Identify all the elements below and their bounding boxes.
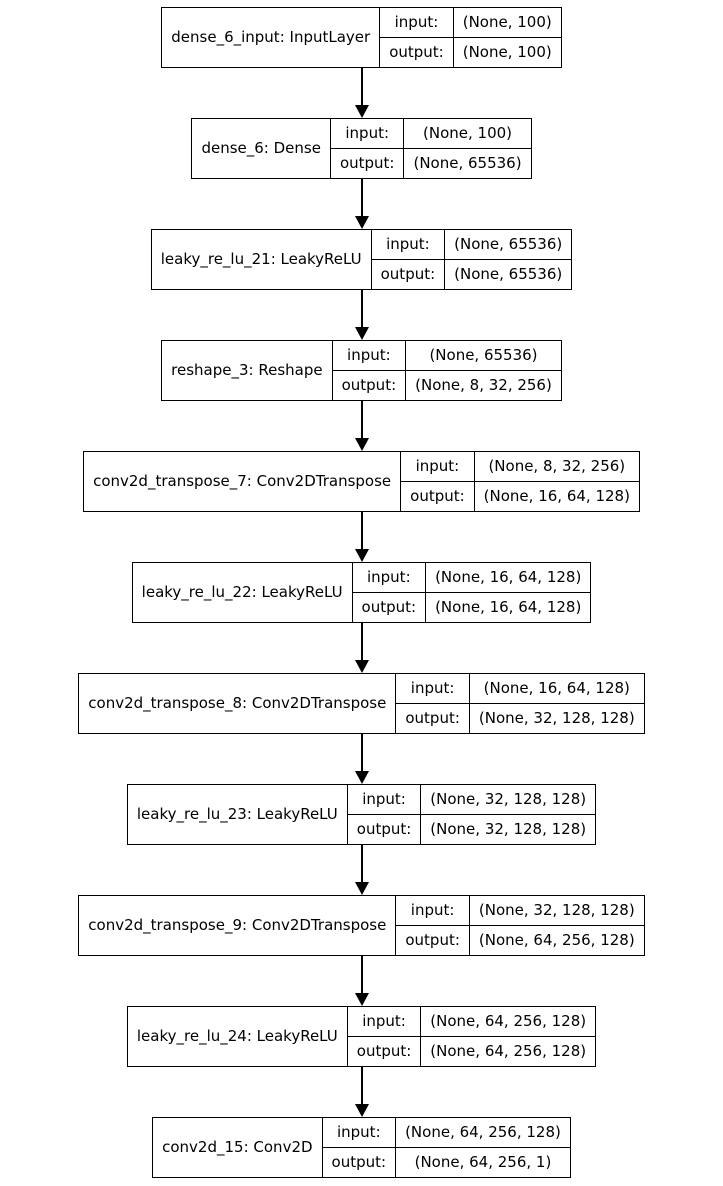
layer-node: dense_6: Dense input: (None, 100) output… (191, 118, 532, 179)
input-shape: (None, 100) (403, 118, 532, 149)
output-shape: (None, 32, 128, 128) (468, 703, 645, 734)
layer-name: leaky_re_lu_22: LeakyReLU (131, 562, 353, 623)
input-shape: (None, 32, 128, 128) (420, 784, 597, 815)
layer-node: leaky_re_lu_23: LeakyReLU input: (None, … (126, 784, 597, 845)
arrow-head (354, 105, 369, 118)
arrow-head (354, 216, 369, 229)
output-shape: (None, 16, 64, 128) (473, 481, 640, 512)
arrow-line (360, 68, 363, 105)
input-shape: (None, 64, 256, 128) (420, 1006, 597, 1037)
output-shape: (None, 8, 32, 256) (405, 370, 562, 401)
arrow-down-icon (354, 845, 369, 895)
input-label: input: (346, 1006, 422, 1037)
layer-node: leaky_re_lu_21: LeakyReLU input: (None, … (150, 229, 573, 290)
layer-node: conv2d_15: Conv2D input: (None, 64, 256,… (152, 1117, 571, 1178)
layer-node: leaky_re_lu_24: LeakyReLU input: (None, … (126, 1006, 597, 1067)
layer-name: reshape_3: Reshape (161, 340, 333, 401)
arrow-head (354, 1104, 369, 1117)
layer-node: dense_6_input: InputLayer input: (None, … (161, 7, 562, 68)
arrow-head (354, 549, 369, 562)
input-label: input: (346, 784, 422, 815)
arrow-line (360, 734, 363, 771)
output-label: output: (331, 370, 407, 401)
layer-name: conv2d_transpose_7: Conv2DTranspose (83, 451, 402, 512)
layer-name: leaky_re_lu_21: LeakyReLU (150, 229, 372, 290)
output-label: output: (329, 148, 405, 179)
arrow-down-icon (354, 956, 369, 1006)
arrow-down-icon (354, 401, 369, 451)
arrow-down-icon (354, 623, 369, 673)
output-shape: (None, 65536) (444, 259, 573, 290)
output-label: output: (395, 703, 470, 734)
arrow-down-icon (354, 734, 369, 784)
layer-node: leaky_re_lu_22: LeakyReLU input: (None, … (131, 562, 592, 623)
layer-node: conv2d_transpose_7: Conv2DTranspose inpu… (83, 451, 640, 512)
arrow-line (360, 179, 363, 216)
layer-name: leaky_re_lu_23: LeakyReLU (126, 784, 348, 845)
input-label: input: (351, 562, 427, 593)
layer-name: conv2d_transpose_9: Conv2DTranspose (78, 895, 397, 956)
output-shape: (None, 32, 128, 128) (420, 814, 597, 845)
output-label: output: (370, 259, 446, 290)
output-shape: (None, 16, 64, 128) (425, 592, 592, 623)
layer-node: conv2d_transpose_8: Conv2DTranspose inpu… (78, 673, 645, 734)
output-shape: (None, 100) (452, 37, 562, 68)
arrow-head (354, 438, 369, 451)
input-label: input: (395, 673, 470, 704)
layer-node: conv2d_transpose_9: Conv2DTranspose inpu… (78, 895, 645, 956)
arrow-head (354, 993, 369, 1006)
arrow-line (360, 956, 363, 993)
output-label: output: (351, 592, 427, 623)
output-shape: (None, 64, 256, 1) (395, 1147, 571, 1178)
input-shape: (None, 65536) (444, 229, 573, 260)
input-shape: (None, 100) (452, 7, 562, 38)
arrow-down-icon (354, 290, 369, 340)
input-label: input: (379, 7, 454, 38)
input-shape: (None, 8, 32, 256) (473, 451, 640, 482)
layer-node: reshape_3: Reshape input: (None, 65536) … (161, 340, 562, 401)
input-label: input: (321, 1117, 397, 1148)
arrow-line (360, 1067, 363, 1104)
input-shape: (None, 16, 64, 128) (468, 673, 645, 704)
arrow-line (360, 623, 363, 660)
output-shape: (None, 64, 256, 128) (420, 1036, 597, 1067)
input-shape: (None, 32, 128, 128) (468, 895, 645, 926)
arrow-down-icon (354, 512, 369, 562)
arrow-line (360, 401, 363, 438)
layer-name: conv2d_transpose_8: Conv2DTranspose (78, 673, 397, 734)
layer-name: dense_6_input: InputLayer (161, 7, 381, 68)
arrow-down-icon (354, 68, 369, 118)
input-shape: (None, 64, 256, 128) (395, 1117, 571, 1148)
input-label: input: (395, 895, 470, 926)
input-label: input: (400, 451, 475, 482)
arrow-line (360, 512, 363, 549)
output-label: output: (395, 925, 470, 956)
output-label: output: (346, 814, 422, 845)
input-shape: (None, 65536) (405, 340, 562, 371)
arrow-head (354, 327, 369, 340)
input-label: input: (331, 340, 407, 371)
output-shape: (None, 65536) (403, 148, 532, 179)
output-label: output: (400, 481, 475, 512)
output-label: output: (346, 1036, 422, 1067)
arrow-head (354, 882, 369, 895)
arrow-head (354, 660, 369, 673)
input-label: input: (370, 229, 446, 260)
arrow-head (354, 771, 369, 784)
input-shape: (None, 16, 64, 128) (425, 562, 592, 593)
layer-name: leaky_re_lu_24: LeakyReLU (126, 1006, 348, 1067)
layer-name: dense_6: Dense (191, 118, 331, 179)
arrow-line (360, 845, 363, 882)
arrow-down-icon (354, 1067, 369, 1117)
output-shape: (None, 64, 256, 128) (468, 925, 645, 956)
arrow-line (360, 290, 363, 327)
input-label: input: (329, 118, 405, 149)
output-label: output: (379, 37, 454, 68)
arrow-down-icon (354, 179, 369, 229)
output-label: output: (321, 1147, 397, 1178)
layer-name: conv2d_15: Conv2D (152, 1117, 323, 1178)
